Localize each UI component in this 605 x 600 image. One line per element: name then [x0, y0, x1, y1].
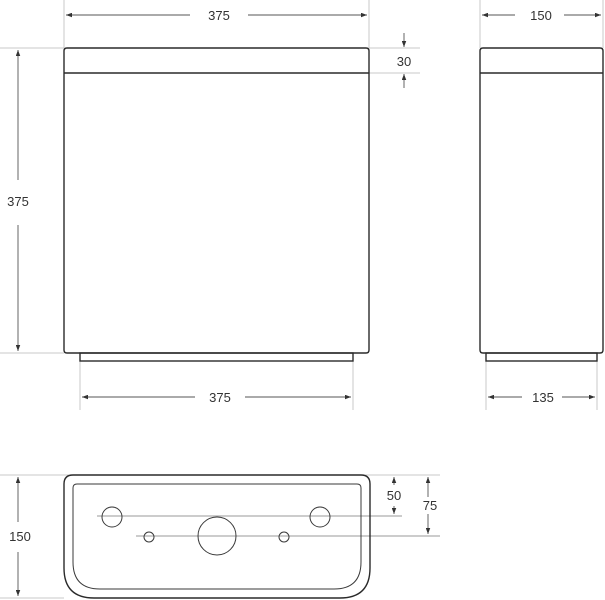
tank-body-side [479, 47, 604, 354]
dim-label-bottom-depth: 150 [9, 529, 31, 544]
left-small-hole [143, 531, 155, 543]
side-view: 150 135 [479, 0, 604, 410]
right-mounting-hole [309, 506, 331, 528]
dim-label-lid-height: 30 [397, 54, 411, 69]
dim-label-side-base: 135 [532, 390, 554, 405]
tank-base-front [79, 352, 354, 362]
dim-label-front-width: 375 [208, 8, 230, 23]
left-mounting-hole [101, 506, 123, 528]
dim-label-base-width: 375 [209, 390, 231, 405]
tank-body-front [63, 47, 370, 354]
dim-label-center-holes-offset: 75 [423, 498, 437, 513]
tank-bottom-outline [63, 474, 371, 599]
tank-bottom-inner-outline [72, 483, 362, 590]
dim-label-side-depth: 150 [530, 8, 552, 23]
dim-label-height: 375 [7, 194, 29, 209]
dim-label-upper-holes-offset: 50 [387, 488, 401, 503]
front-view: 375 30 375 375 [0, 0, 420, 410]
right-small-hole [278, 531, 290, 543]
center-inlet-hole [197, 516, 237, 556]
bottom-view: 150 50 75 [0, 474, 440, 599]
tank-base-side [485, 352, 598, 362]
